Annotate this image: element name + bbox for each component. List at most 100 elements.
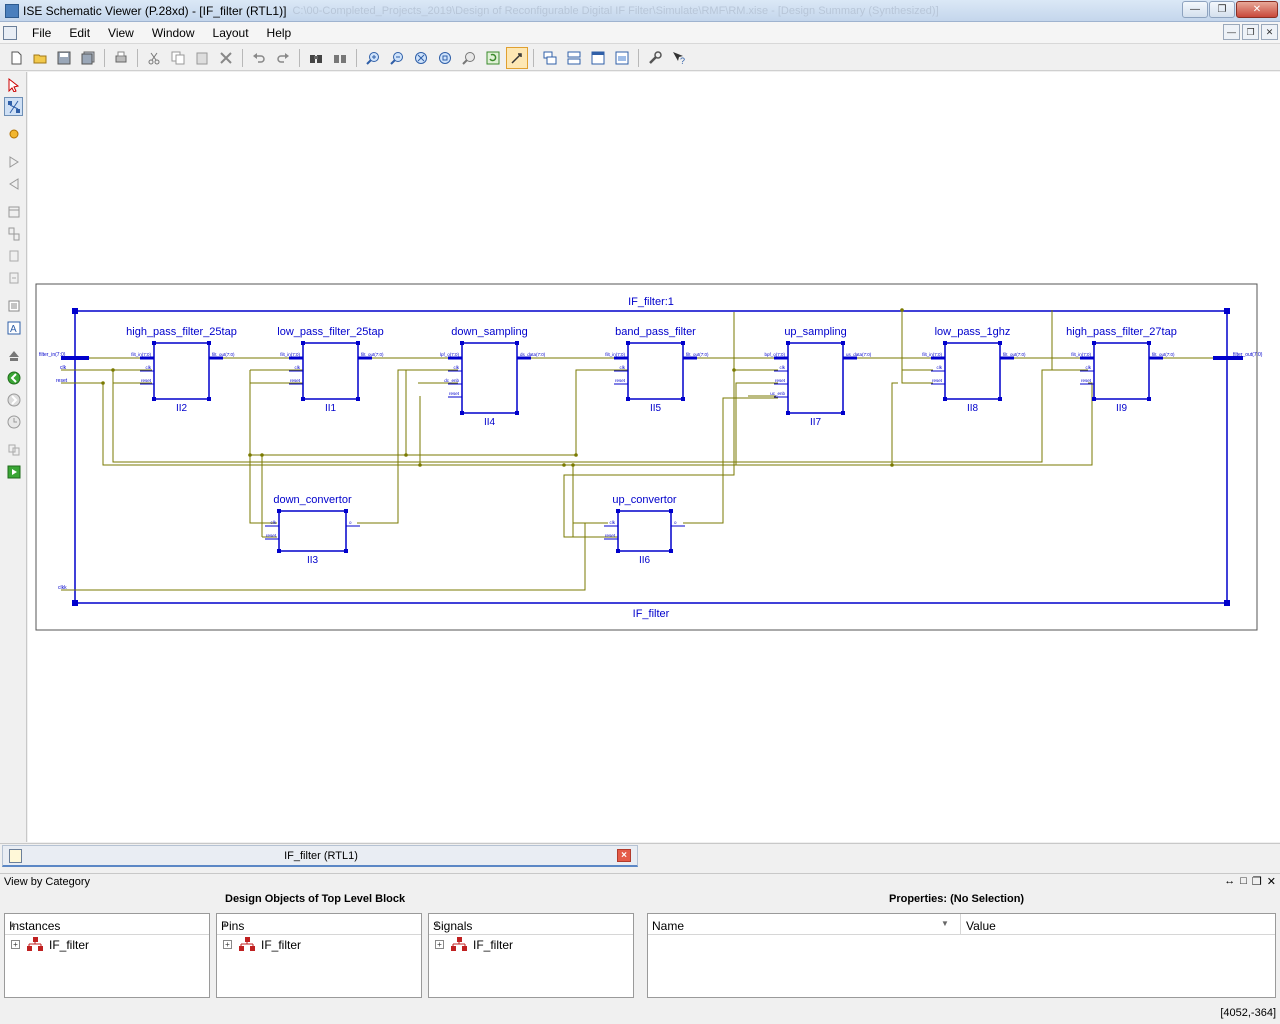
- history-icon[interactable]: [4, 412, 23, 431]
- list-item[interactable]: + IF_filter: [429, 935, 633, 955]
- hierarchy-down-icon[interactable]: [4, 224, 23, 243]
- push-into-icon[interactable]: [4, 246, 23, 265]
- paste-icon[interactable]: [191, 47, 213, 69]
- cut-icon[interactable]: [143, 47, 165, 69]
- run-icon[interactable]: [4, 462, 23, 481]
- block-low-pass-1ghz[interactable]: low_pass_1ghzII8filt_in(7:0)clkresetfilt…: [922, 326, 1026, 414]
- move-up-icon[interactable]: [4, 346, 23, 365]
- pins-list[interactable]: Pins▲ + IF_filter: [216, 913, 422, 998]
- undo-icon[interactable]: [248, 47, 270, 69]
- add-output-icon[interactable]: [4, 174, 23, 193]
- block-name: band_pass_filter: [615, 326, 696, 338]
- help-context-icon[interactable]: ?: [668, 47, 690, 69]
- print-icon[interactable]: [110, 47, 132, 69]
- menu-file[interactable]: File: [32, 25, 52, 40]
- mdi-minimize-button[interactable]: —: [1223, 24, 1240, 40]
- zoom-out-icon[interactable]: [386, 47, 408, 69]
- pop-out-icon[interactable]: [4, 268, 23, 287]
- close-tab-icon[interactable]: ×: [617, 849, 631, 862]
- list-item[interactable]: + IF_filter: [217, 935, 421, 955]
- zoom-selection-icon[interactable]: [434, 47, 456, 69]
- menu-window[interactable]: Window: [151, 25, 195, 40]
- block-band-pass-filter[interactable]: band_pass_filterII5filt_in(7:0)clkresetf…: [605, 326, 709, 414]
- mdi-restore-button[interactable]: ❐: [1242, 24, 1259, 40]
- sort-asc-icon[interactable]: ▲: [433, 920, 441, 929]
- tab-if-filter-rtl1[interactable]: IF_filter (RTL1) ×: [2, 845, 638, 867]
- signals-header[interactable]: Signals▲: [429, 914, 633, 935]
- list-item[interactable]: + IF_filter: [5, 935, 209, 955]
- add-input-icon[interactable]: [4, 152, 23, 171]
- zoom-fit-icon[interactable]: [410, 47, 432, 69]
- pins-header[interactable]: Pins▲: [217, 914, 421, 935]
- select-pointer-icon[interactable]: [506, 46, 528, 69]
- instance-name: II5: [650, 403, 662, 414]
- save-icon[interactable]: [53, 47, 75, 69]
- expand-icon[interactable]: +: [435, 940, 444, 949]
- refresh-icon[interactable]: [482, 47, 504, 69]
- save-all-icon[interactable]: [77, 47, 99, 69]
- sort-asc-icon[interactable]: ▲: [9, 920, 17, 929]
- instances-list[interactable]: Instances▲ + IF_filter: [4, 913, 210, 998]
- block-down-sampling[interactable]: down_samplingII4lpf_o(7:0)clkdc_enbreset…: [440, 326, 546, 428]
- zoom-in-icon[interactable]: [362, 47, 384, 69]
- schematic-canvas[interactable]: IF_filter:1 IF_filter: [28, 72, 1280, 842]
- outer-corner-marker: [1224, 308, 1230, 314]
- text-tool-icon[interactable]: A: [4, 318, 23, 337]
- view-source-icon[interactable]: [4, 296, 23, 315]
- restore-button[interactable]: ❐: [1209, 1, 1235, 18]
- redo-icon[interactable]: [272, 47, 294, 69]
- sort-asc-icon[interactable]: ▲: [221, 920, 229, 929]
- find-icon[interactable]: [305, 47, 327, 69]
- panel-close-icon[interactable]: ✕: [1266, 876, 1276, 888]
- schematic-diagram[interactable]: IF_filter:1 IF_filter: [28, 72, 1280, 842]
- menu-help[interactable]: Help: [266, 25, 292, 40]
- block-low-pass-filter-25tap[interactable]: low_pass_filter_25tapII1filt_in(7:0)clkr…: [277, 326, 384, 414]
- menu-view[interactable]: View: [108, 25, 134, 40]
- select-tool-icon[interactable]: [4, 75, 23, 94]
- forward-arrow-icon[interactable]: [4, 390, 23, 409]
- tile-vertical-icon[interactable]: [587, 47, 609, 69]
- minimize-button[interactable]: —: [1182, 1, 1208, 18]
- zoom-area-icon[interactable]: [458, 47, 480, 69]
- properties-table[interactable]: Name ▼ Value: [647, 913, 1276, 998]
- expand-icon[interactable]: +: [11, 940, 20, 949]
- column-value[interactable]: Value: [966, 919, 996, 933]
- sort-desc-icon[interactable]: ▼: [941, 919, 949, 928]
- panel-maximize-icon[interactable]: □: [1240, 875, 1247, 887]
- corner-marker: [681, 397, 685, 401]
- block-name: high_pass_filter_27tap: [1066, 326, 1177, 338]
- block-high-pass-filter-27tap[interactable]: high_pass_filter_27tapII9filt_in(7:0)clk…: [1066, 326, 1177, 414]
- column-name[interactable]: Name: [652, 919, 685, 933]
- blocks-layer: high_pass_filter_25tapII2filt_in(7:0)clk…: [72, 308, 1230, 606]
- expand-tool-icon[interactable]: [4, 124, 23, 143]
- block-body: [787, 342, 844, 414]
- open-icon[interactable]: [29, 47, 51, 69]
- copy-icon[interactable]: [167, 47, 189, 69]
- panel-float-icon[interactable]: ❐: [1251, 876, 1262, 888]
- hierarchy-up-icon[interactable]: [4, 202, 23, 221]
- mdi-close-button[interactable]: ✕: [1261, 24, 1278, 40]
- tile-horizontal-icon[interactable]: [563, 47, 585, 69]
- arrange-icon[interactable]: [611, 47, 633, 69]
- instances-header[interactable]: Instances▲: [5, 914, 209, 935]
- find-next-icon[interactable]: [329, 47, 351, 69]
- block-up-sampling[interactable]: up_samplingII7bpf_o(7:0)clkresetuc_enbus…: [764, 326, 871, 428]
- new-icon[interactable]: [5, 47, 27, 69]
- back-arrow-icon[interactable]: [4, 368, 23, 387]
- delete-icon[interactable]: [215, 47, 237, 69]
- properties-title: Properties: (No Selection): [889, 893, 1025, 905]
- input-pin-label: bpf_o(7:0): [764, 352, 785, 357]
- cascade-icon[interactable]: [539, 47, 561, 69]
- panel-resize-icon[interactable]: ↔: [1224, 875, 1236, 887]
- expand-icon[interactable]: +: [223, 940, 232, 949]
- copy-view-icon[interactable]: [4, 440, 23, 459]
- close-window-button[interactable]: ✕: [1236, 1, 1278, 18]
- signals-list[interactable]: Signals▲ + IF_filter: [428, 913, 634, 998]
- menu-edit[interactable]: Edit: [69, 25, 91, 40]
- settings-wrench-icon[interactable]: [644, 47, 666, 69]
- network-tool-icon[interactable]: [4, 97, 23, 116]
- block-high-pass-filter-25tap[interactable]: high_pass_filter_25tapII2filt_in(7:0)clk…: [126, 326, 237, 414]
- menu-layout[interactable]: Layout: [212, 25, 249, 40]
